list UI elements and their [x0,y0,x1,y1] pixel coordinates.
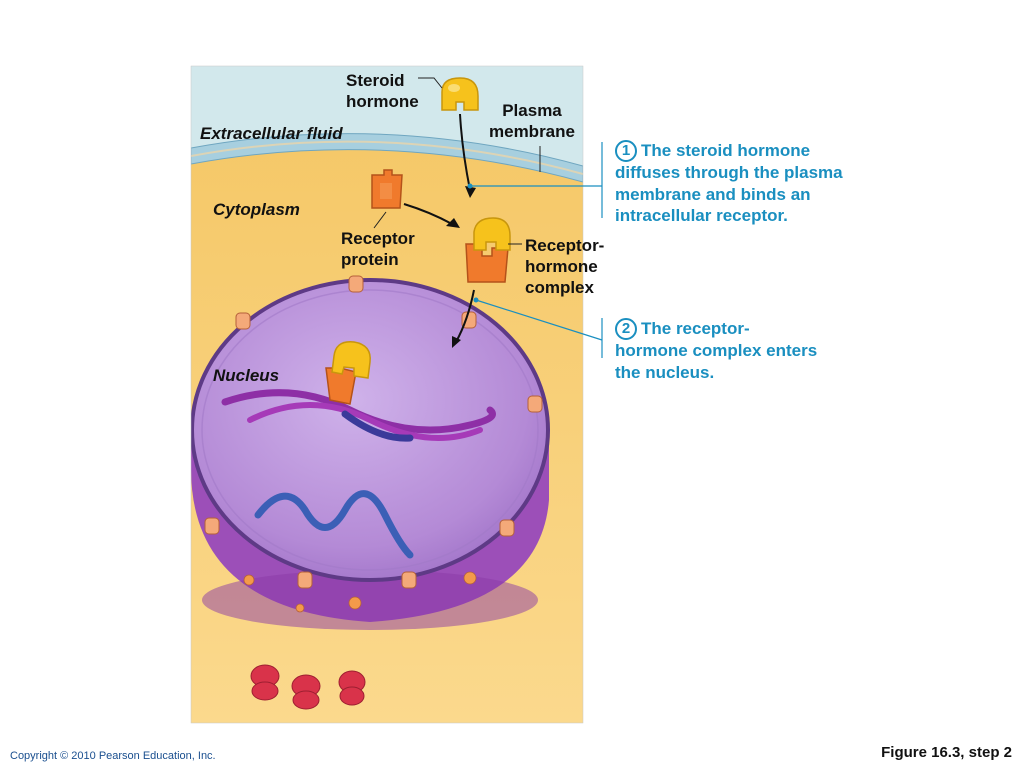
leader-lines [373,77,541,245]
nuclear-complex-icon [325,341,371,405]
step-callout-lines [470,142,603,358]
step-2-number: 2 [615,318,637,340]
nuclear-pores [204,275,543,589]
ribosomes [250,664,366,710]
plasma-membrane [191,133,583,183]
label-extracellular-fluid: Extracellular fluid [200,124,343,143]
dna [221,389,496,559]
arrows [403,113,475,343]
step-1-number: 1 [615,140,637,162]
copyright-notice: Copyright © 2010 Pearson Education, Inc. [10,750,216,762]
steroid-hormone-icon [441,77,479,111]
label-cytoplasm: Cytoplasm [213,200,300,219]
receptor-hormone-complex-icon [465,217,511,283]
figure-caption: Figure 16.3, step 2 [881,744,1012,761]
receptor-protein-icon [371,169,403,209]
label-nucleus: Nucleus [213,366,280,385]
